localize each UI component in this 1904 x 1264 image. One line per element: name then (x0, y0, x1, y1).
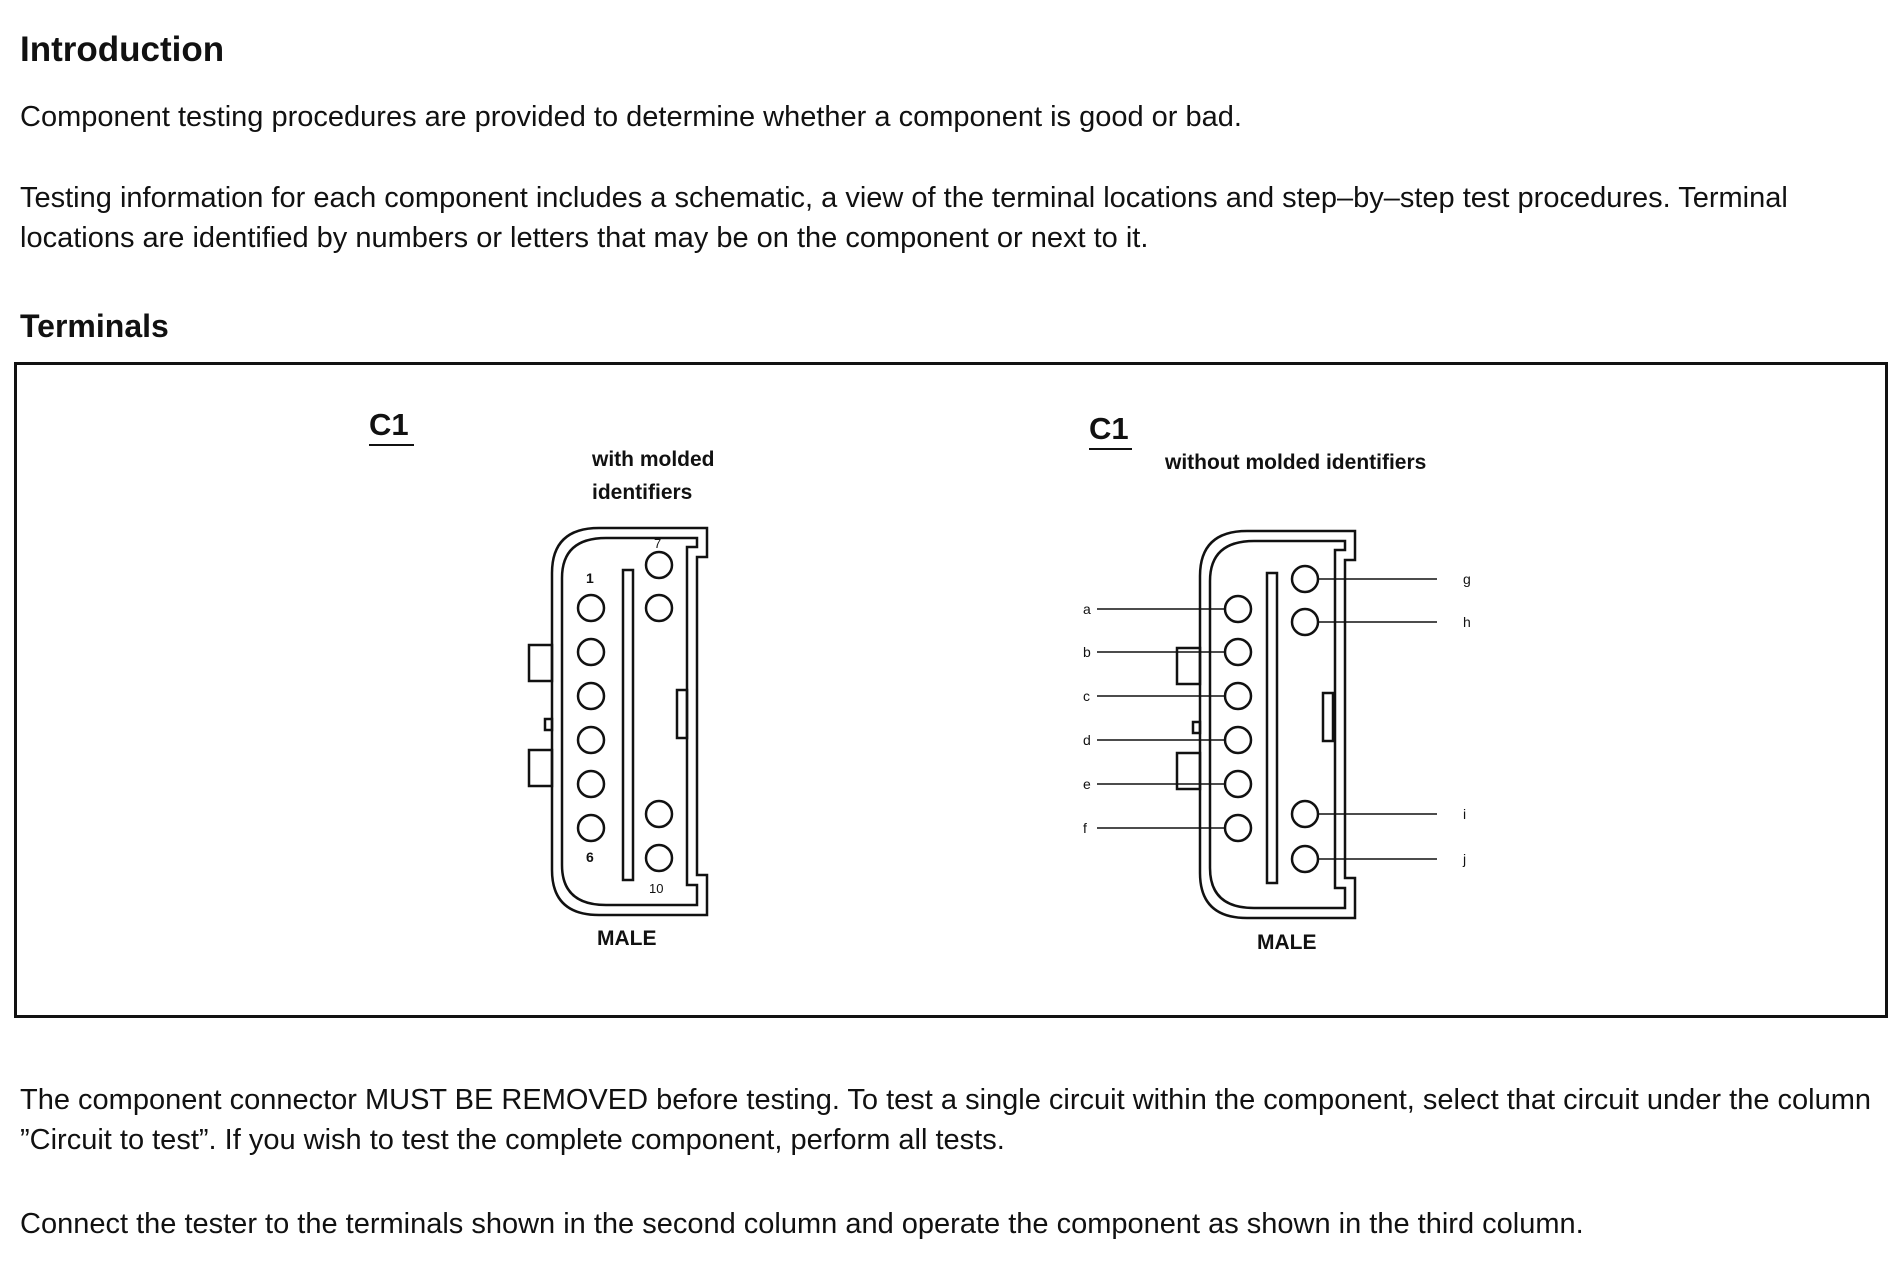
terminal-label-d: d (1083, 732, 1091, 748)
left-caption-line-2: identifiers (592, 481, 692, 504)
terminals-diagram: C1 with molded identifiers (369, 407, 1471, 954)
right-caption: without molded identifiers (1164, 451, 1426, 474)
terminal-label-e: e (1083, 776, 1091, 792)
pin-label-7: 7 (654, 536, 661, 551)
left-connector-housing (527, 526, 709, 917)
terminals-heading: Terminals (20, 308, 169, 344)
terminal-label-f: f (1083, 820, 1087, 836)
connector-without-molded-identifiers: C1 without molded identifiers (1083, 411, 1471, 954)
left-connector-title: C1 (369, 407, 409, 442)
pin-label-1: 1 (586, 570, 594, 586)
introduction-heading: Introduction (20, 30, 225, 69)
connector-with-molded-identifiers: C1 with molded identifiers (369, 407, 715, 950)
left-gender-label: MALE (597, 927, 657, 950)
pin-label-6: 6 (586, 849, 594, 865)
terminal-label-h: h (1463, 614, 1471, 630)
terminal-label-b: b (1083, 644, 1091, 660)
intro-paragraph-2: Testing information for each component i… (20, 182, 1788, 254)
right-leader-lines (1097, 578, 1437, 860)
left-caption-line-1: with molded (591, 448, 715, 471)
terminal-label-i: i (1463, 806, 1466, 822)
terminal-label-g: g (1463, 571, 1471, 587)
terminal-label-c: c (1083, 688, 1090, 704)
intro-paragraph-1: Component testing procedures are provide… (20, 101, 1242, 133)
body-paragraph-4: Connect the tester to the terminals show… (20, 1208, 1584, 1240)
pin-label-10: 10 (649, 881, 663, 896)
right-connector-housing (1175, 529, 1357, 920)
terminals-diagram-frame: C1 with molded identifiers (14, 362, 1888, 1018)
body-paragraph-3: The component connector MUST BE REMOVED … (20, 1084, 1871, 1156)
terminal-label-j: j (1462, 851, 1466, 867)
right-connector-title: C1 (1089, 411, 1129, 446)
right-gender-label: MALE (1257, 931, 1317, 954)
terminal-label-a: a (1083, 601, 1091, 617)
